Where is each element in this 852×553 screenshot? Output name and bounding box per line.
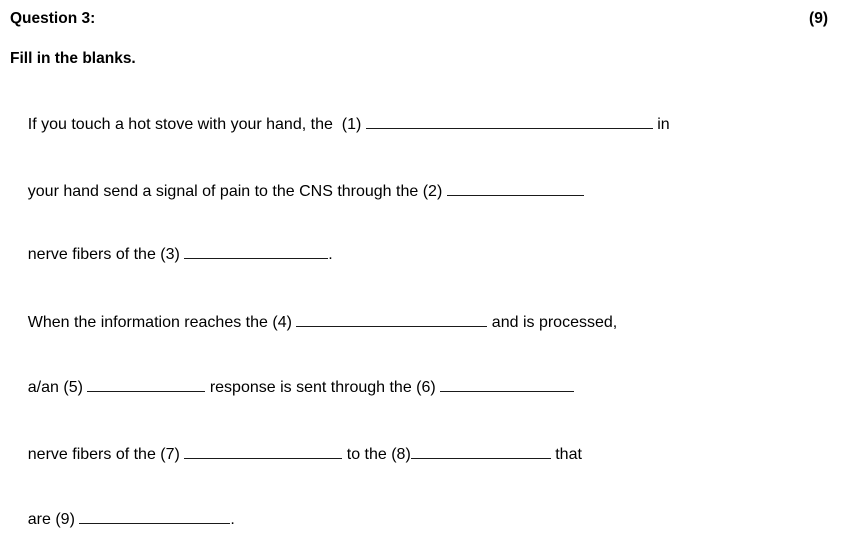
answer-blank-8[interactable] <box>410 444 551 459</box>
question-line-2: your hand send a signal of pain to the C… <box>10 159 584 225</box>
answer-blank-9[interactable] <box>79 509 231 524</box>
question-number-label: Question 3: <box>10 10 96 27</box>
line-6-text-after: that <box>550 446 582 463</box>
line-5-text-middle: response is sent through the (6) <box>205 379 441 396</box>
instruction-text: Fill in the blanks. <box>10 50 136 67</box>
line-2-text-before: your hand send a signal of pain to the C… <box>27 183 447 200</box>
line-3-text-after: . <box>328 246 333 263</box>
question-line-4: When the information reaches the (4) and… <box>10 290 617 356</box>
line-4-text-after: and is processed, <box>487 314 618 331</box>
question-line-1: If you touch a hot stove with your hand,… <box>10 92 670 158</box>
question-marks-label: (9) <box>809 10 828 27</box>
line-1-text-after: in <box>652 116 670 133</box>
line-6-text-before: nerve fibers of the (7) <box>27 446 185 463</box>
question-line-5: a/an (5) response is sent through the (6… <box>10 355 575 421</box>
line-7-text-after: . <box>230 511 235 528</box>
line-4-text-before: When the information reaches the (4) <box>27 314 297 331</box>
line-1-text-before: If you touch a hot stove with your hand,… <box>27 116 366 133</box>
answer-blank-4[interactable] <box>296 312 488 327</box>
question-header: Question 3: (9) <box>10 9 828 29</box>
answer-blank-2[interactable] <box>446 181 584 196</box>
question-line-6: nerve fibers of the (7) to the (8) that <box>10 422 582 488</box>
question-line-7: are (9) . <box>10 487 235 553</box>
answer-blank-6[interactable] <box>440 377 575 392</box>
document-page: Question 3: (9) Fill in the blanks. If y… <box>10 9 828 528</box>
line-7-text-before: are (9) <box>27 511 80 528</box>
line-5-text-before: a/an (5) <box>27 379 88 396</box>
question-line-3: nerve fibers of the (3) . <box>10 222 333 288</box>
answer-blank-1[interactable] <box>365 114 653 129</box>
line-3-text-before: nerve fibers of the (3) <box>27 246 185 263</box>
answer-blank-5[interactable] <box>87 377 206 392</box>
answer-blank-7[interactable] <box>184 444 343 459</box>
answer-blank-3[interactable] <box>184 244 329 259</box>
line-6-text-middle: to the (8) <box>342 446 411 463</box>
